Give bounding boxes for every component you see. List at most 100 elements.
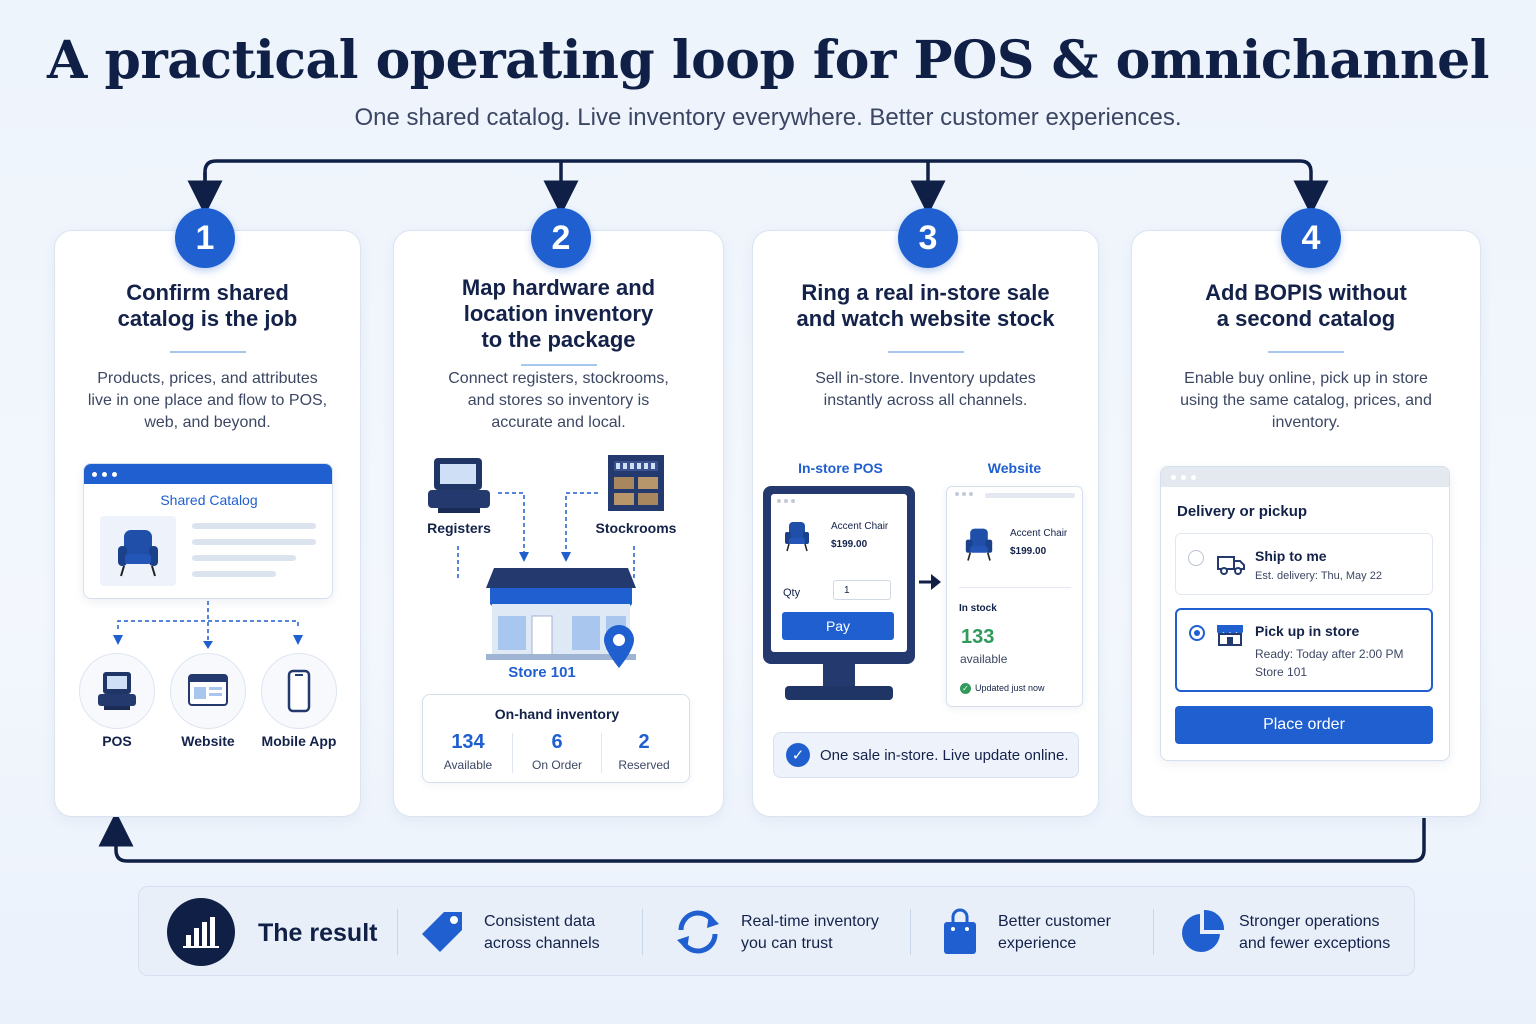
channel-label-website: Website <box>181 733 235 749</box>
window-titlebar <box>84 464 332 484</box>
website-label: Website <box>987 460 1042 476</box>
window-dots <box>777 499 795 503</box>
sync-arrows-icon <box>677 910 719 954</box>
arrow-right-icon <box>919 574 941 590</box>
step-3-title-line-2: and watch website stock <box>796 306 1055 331</box>
step-2-title-line-3: to the package <box>481 327 636 352</box>
placeholder-line <box>192 523 316 529</box>
location-pin-icon <box>604 625 634 668</box>
stat-value: 134 <box>451 731 485 753</box>
bar-chart-icon <box>167 898 235 966</box>
delivery-truck-icon <box>1217 556 1245 575</box>
updated-label: Updated just now <box>975 683 1045 693</box>
inventory-stat-reserved: 2 Reserved <box>600 731 688 772</box>
step-3-description: Sell in-store. Inventory updates instant… <box>815 370 1036 409</box>
check-circle-icon: ✓ <box>960 683 971 694</box>
placeholder-line <box>192 571 276 577</box>
result-item-line-1: Better customer <box>998 913 1111 930</box>
divider <box>959 587 1071 588</box>
step-card-1: Confirm shared catalog is the job Produc… <box>54 230 361 817</box>
in-stock-label: In stock <box>959 603 997 614</box>
shopping-bag-icon <box>944 908 976 954</box>
result-item-1: Consistent data across channels <box>484 911 600 955</box>
pickup-ready-time: Ready: Today after 2:00 PM <box>1255 647 1404 661</box>
checkout-panel: Delivery or pickup Ship to me Est. deliv… <box>1160 466 1450 761</box>
register-icon <box>428 458 490 513</box>
step-card-3: Ring a real in-store sale and watch webs… <box>752 230 1099 817</box>
channel-label-pos: POS <box>102 733 132 749</box>
browser-window-icon <box>188 674 228 706</box>
shared-catalog-window: Shared Catalog <box>83 463 333 599</box>
pickup-title: Pick up in store <box>1255 623 1360 639</box>
qty-label: Qty <box>783 587 801 599</box>
on-hand-inventory-panel: On-hand inventory 134 Available 6 On Ord… <box>422 694 690 783</box>
stockrooms-label: Stockrooms <box>595 520 677 536</box>
inventory-flow-arrows <box>457 492 635 581</box>
option-ship-to-me[interactable]: Ship to me Est. delivery: Thu, May 22 <box>1175 533 1433 595</box>
option-pick-up-in-store[interactable]: Pick up in store Ready: Today after 2:00… <box>1175 608 1433 692</box>
pay-button[interactable]: Pay <box>782 612 894 640</box>
address-bar <box>985 493 1075 498</box>
result-item-line-1: Stronger operations <box>1239 913 1380 930</box>
step-1-title-line-2: catalog is the job <box>117 306 298 331</box>
step-number-3: 3 <box>898 208 958 268</box>
store-label: Store 101 <box>508 664 576 681</box>
page-title: A practical operating loop for POS & omn… <box>47 30 1489 91</box>
step-card-2: Map hardware and location inventory to t… <box>393 230 724 817</box>
website-channel-circle <box>170 653 246 729</box>
price-tag-icon <box>422 912 462 952</box>
pos-device: Accent Chair $199.00 Qty 1 Pay <box>763 486 915 664</box>
banner-text: One sale in-store. Live update online. <box>820 746 1069 764</box>
stockroom-shelves-icon <box>608 455 664 511</box>
step-2-title-line-2: location inventory <box>463 301 654 326</box>
radio-unselected[interactable] <box>1188 550 1204 566</box>
delivery-pickup-title: Delivery or pickup <box>1177 503 1308 520</box>
in-store-pos-label: In-store POS <box>798 460 883 476</box>
window-dots <box>955 492 973 496</box>
pos-channel-circle <box>79 653 155 729</box>
separator <box>910 909 911 955</box>
pos-stand <box>823 664 855 686</box>
divider <box>169 351 246 353</box>
stat-label: Reserved <box>618 758 670 772</box>
page-subtitle: One shared catalog. Live inventory every… <box>354 104 1182 131</box>
inventory-stat-on-order: 6 On Order <box>513 731 601 772</box>
catalog-flow-arrows <box>113 601 303 649</box>
channel-label-mobile-app: Mobile App <box>261 733 337 749</box>
place-order-button[interactable]: Place order <box>1175 706 1433 744</box>
stock-caption: available <box>960 652 1008 666</box>
inventory-title: On-hand inventory <box>494 706 620 722</box>
stat-divider <box>601 733 602 773</box>
step-2-description: Connect registers, stockrooms, and store… <box>448 370 669 431</box>
placeholder-line <box>192 539 316 545</box>
armchair-icon <box>965 528 993 561</box>
result-item-3: Better customer experience <box>998 911 1111 955</box>
storefront-icon <box>486 568 636 660</box>
step-number-1: 1 <box>175 208 235 268</box>
step-1-description: Products, prices, and attributes live in… <box>87 370 328 431</box>
step-1-title-line-1: Confirm shared <box>126 280 289 305</box>
placeholder-line <box>192 555 296 561</box>
divider <box>520 364 597 366</box>
separator <box>397 909 398 955</box>
product-price: $199.00 <box>1010 546 1047 557</box>
result-item-4: Stronger operations and fewer exceptions <box>1239 911 1390 955</box>
result-item-line-1: Real-time inventory <box>741 913 879 930</box>
pie-chart-icon <box>1182 909 1225 952</box>
radio-selected[interactable] <box>1189 625 1205 641</box>
separator <box>642 909 643 955</box>
smartphone-icon <box>287 669 311 713</box>
step-4-description: Enable buy online, pick up in store usin… <box>1180 370 1432 431</box>
ship-detail: Est. delivery: Thu, May 22 <box>1255 570 1382 582</box>
divider <box>887 351 964 353</box>
result-title: The result <box>258 919 378 947</box>
step-3-title-line-1: Ring a real in-store sale <box>801 280 1050 305</box>
product-price: $199.00 <box>831 539 868 550</box>
armchair-icon <box>785 522 809 552</box>
pos-terminal-icon <box>98 672 136 710</box>
pos-screen: Accent Chair $199.00 Qty 1 Pay <box>771 494 907 652</box>
stat-label: Available <box>443 758 493 772</box>
step-number-4: 4 <box>1281 208 1341 268</box>
qty-input[interactable]: 1 <box>833 580 891 600</box>
mobile-channel-circle <box>261 653 337 729</box>
